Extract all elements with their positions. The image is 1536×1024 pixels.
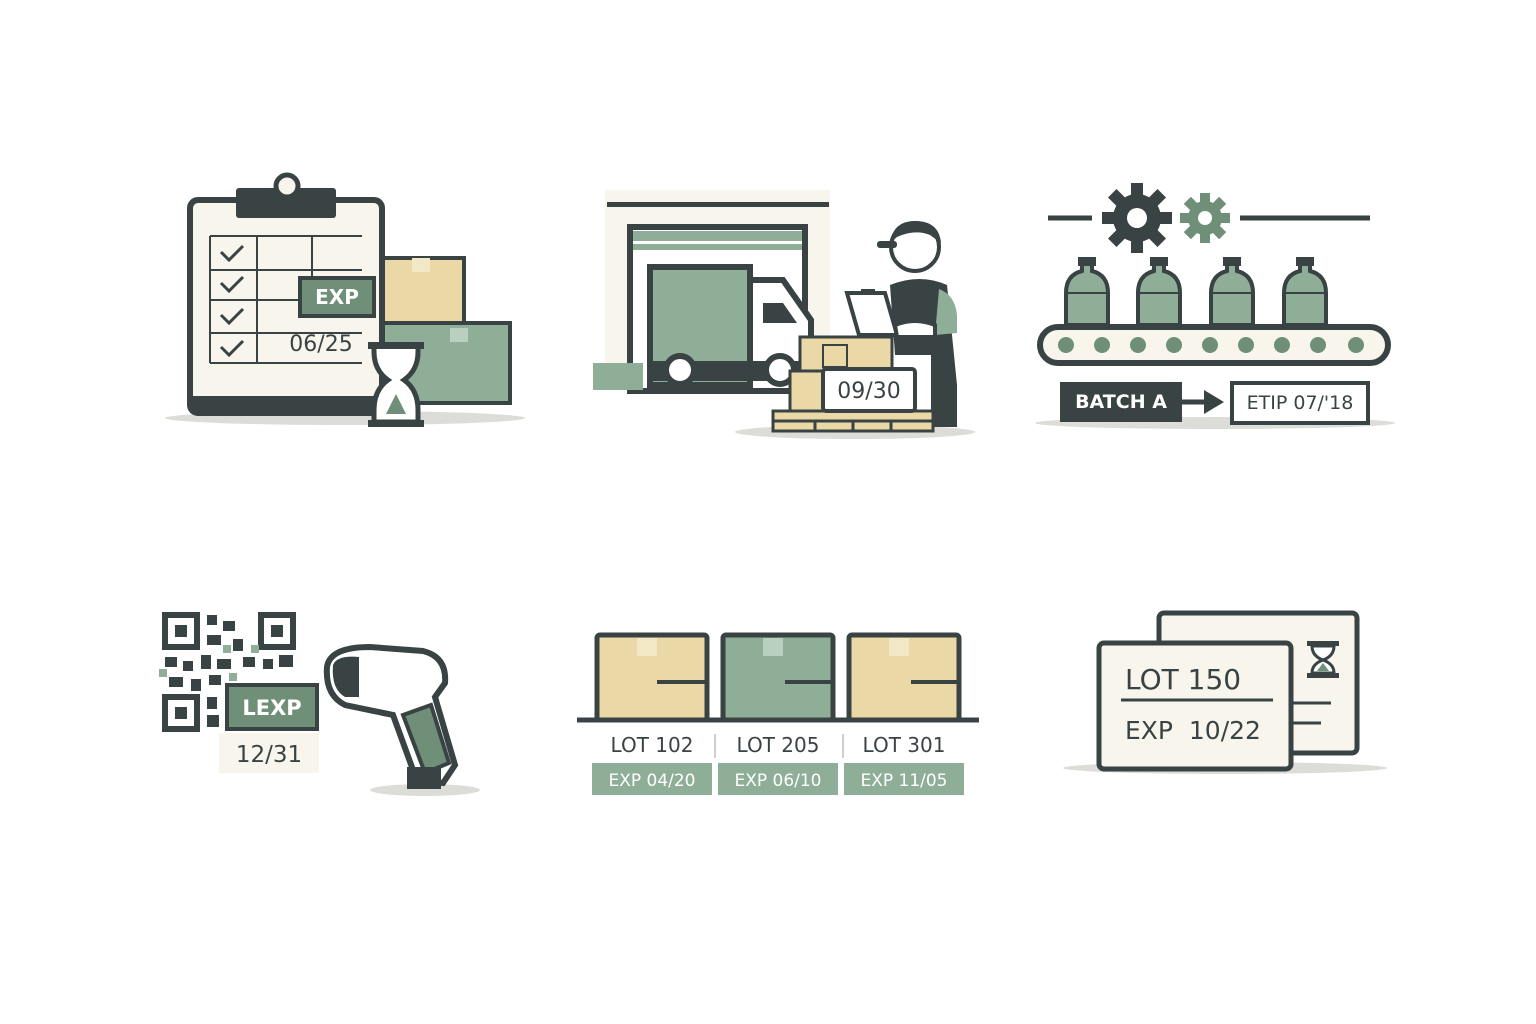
exp-tag (225, 683, 319, 731)
hourglass-icon (1307, 641, 1339, 678)
exp-tag-label: EXP (315, 285, 359, 309)
bottle-icon (1136, 257, 1182, 327)
lot-label: LOT 102 (611, 733, 694, 757)
exp-badge (718, 763, 838, 795)
exp-tag-label: LEXP (242, 696, 301, 720)
expiry-date: 06/25 (289, 332, 352, 357)
worker-icon (844, 221, 957, 427)
exp-tag (298, 276, 376, 318)
box-icon (380, 256, 466, 328)
expiry-date: 12/31 (236, 742, 302, 768)
pallet-boxes-icon (771, 335, 935, 433)
gear-icon (1102, 183, 1172, 253)
label-card-icon (1096, 640, 1294, 772)
warehouse-panel: 09/30 (585, 185, 985, 445)
expiry-date-label: 09/30 (837, 379, 900, 404)
date-plate (219, 733, 319, 773)
lot-label: LOT 301 (863, 733, 946, 757)
batch-label: BATCH A (1075, 391, 1167, 413)
lot-label: LOT 205 (737, 733, 820, 757)
scanner-panel: LEXP 12/31 (155, 605, 495, 805)
bottle-icon (1282, 257, 1328, 327)
ground-shadow (370, 784, 480, 796)
result-tag (1230, 381, 1370, 425)
hourglass-icon (368, 342, 424, 427)
barcode-scanner-icon (323, 643, 459, 789)
lot-number: LOT 150 (1125, 663, 1241, 696)
bottle-icon (1209, 257, 1255, 327)
gear-icon (1180, 193, 1230, 243)
box-icon (846, 632, 962, 723)
clipboard-panel: EXP 06/25 (160, 170, 540, 440)
box-icon (720, 632, 836, 723)
qr-code-icon (159, 612, 296, 732)
production-panel: BATCH A ETIP 07/'18 (1030, 175, 1410, 435)
exp-label: EXP 11/05 (860, 771, 947, 791)
checkmark-icon (219, 244, 245, 358)
exp-badge (844, 763, 964, 795)
clipboard-icon (187, 172, 385, 416)
conveyor-belt-icon (1037, 324, 1391, 366)
exp-badge (592, 763, 712, 795)
exp-label: EXP 06/10 (734, 771, 821, 791)
bottle-icon (1064, 257, 1110, 327)
box-icon (594, 632, 710, 723)
result-label: ETIP 07/'18 (1247, 392, 1354, 414)
expiry-date: EXP 10/22 (1125, 716, 1261, 745)
card-panel: LOT 150 EXP 10/22 (1055, 605, 1395, 785)
exp-label: EXP 04/20 (608, 771, 695, 791)
arrow-right-icon (1182, 390, 1224, 414)
delivery-truck-icon (647, 264, 817, 388)
batch-tag (1060, 382, 1182, 422)
checklist-grid (209, 235, 362, 364)
